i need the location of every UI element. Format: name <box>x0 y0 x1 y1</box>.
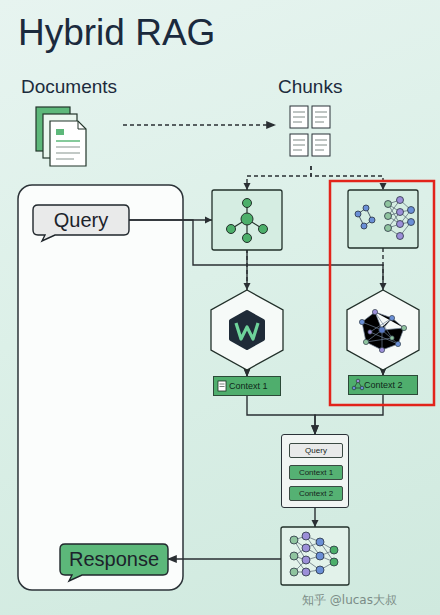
flow-arrowheads <box>205 183 387 527</box>
documents-node: Documents <box>18 76 123 168</box>
node-text: Context 1 <box>290 466 342 479</box>
dashed-arrow <box>311 166 383 375</box>
flow-arrow <box>315 395 383 434</box>
context-doc-icon <box>218 381 226 391</box>
context-box: Context 1 <box>213 376 281 396</box>
diagram-title: Hybrid RAG <box>18 12 215 54</box>
flow-arrow <box>247 396 315 434</box>
node-text: Query <box>33 205 129 235</box>
dashed-arrow <box>247 166 311 376</box>
chunks-node: Chunks <box>275 76 347 166</box>
response-bubble: Response <box>60 544 168 581</box>
vector-database <box>211 290 283 370</box>
node-text: Context 1 <box>214 377 280 395</box>
graph-database <box>347 290 419 370</box>
flow-arrow <box>129 220 247 376</box>
query-bubble: Query <box>33 205 129 241</box>
prompt-context-pill: Context 2 <box>289 486 343 501</box>
node-text: Documents <box>18 76 123 98</box>
context-graph-icon <box>352 379 364 390</box>
node-text: Context 2 <box>349 376 417 394</box>
flow-arrow <box>168 508 315 559</box>
node-text: Chunks <box>275 76 347 98</box>
user-panel <box>18 185 183 590</box>
graph-model-box <box>348 190 418 248</box>
bubble-shape <box>60 544 168 581</box>
node-text: Context 2 <box>290 487 342 500</box>
context-box: Context 2 <box>348 375 418 395</box>
llm-box <box>281 527 349 585</box>
highlight-frame <box>330 181 434 405</box>
prompt-box: QueryContext 1 Context 2 <box>281 434 349 508</box>
watermark: 知乎 @lucas大叔 <box>302 592 397 609</box>
bubble-shape <box>33 205 129 241</box>
chunks-icon <box>290 106 330 156</box>
node-text: Response <box>60 544 168 575</box>
embedding-model-box <box>212 190 282 250</box>
flow-arrow <box>129 220 383 375</box>
prompt-context-pill: Context 1 <box>289 465 343 480</box>
dashed-arrow <box>123 124 275 125</box>
prompt-query-pill: Query <box>289 443 343 458</box>
node-text: Query <box>290 444 342 457</box>
documents-icon <box>36 107 86 166</box>
